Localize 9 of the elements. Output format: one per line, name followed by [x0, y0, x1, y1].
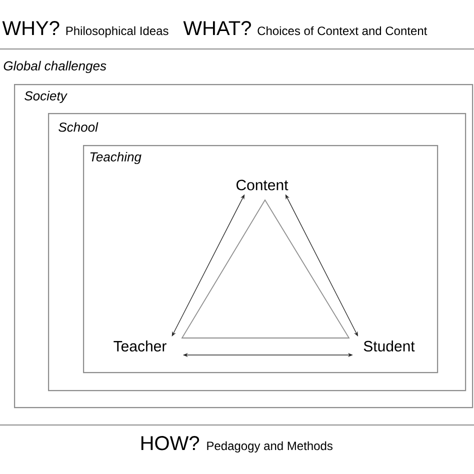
heading-text: Philosophical Ideas	[66, 26, 168, 38]
vertex-label: Student	[364, 340, 415, 352]
heading-question: HOW?	[141, 436, 200, 450]
vertex-label: Teacher	[114, 340, 166, 352]
heading-text: Choices of Context and Content	[258, 26, 428, 36]
heading-question: WHY?	[2, 21, 60, 35]
heading-text: Pedagogy and Methods	[207, 441, 332, 452]
vertex-label: Content	[236, 180, 288, 190]
heading-question: WHAT?	[183, 21, 251, 35]
